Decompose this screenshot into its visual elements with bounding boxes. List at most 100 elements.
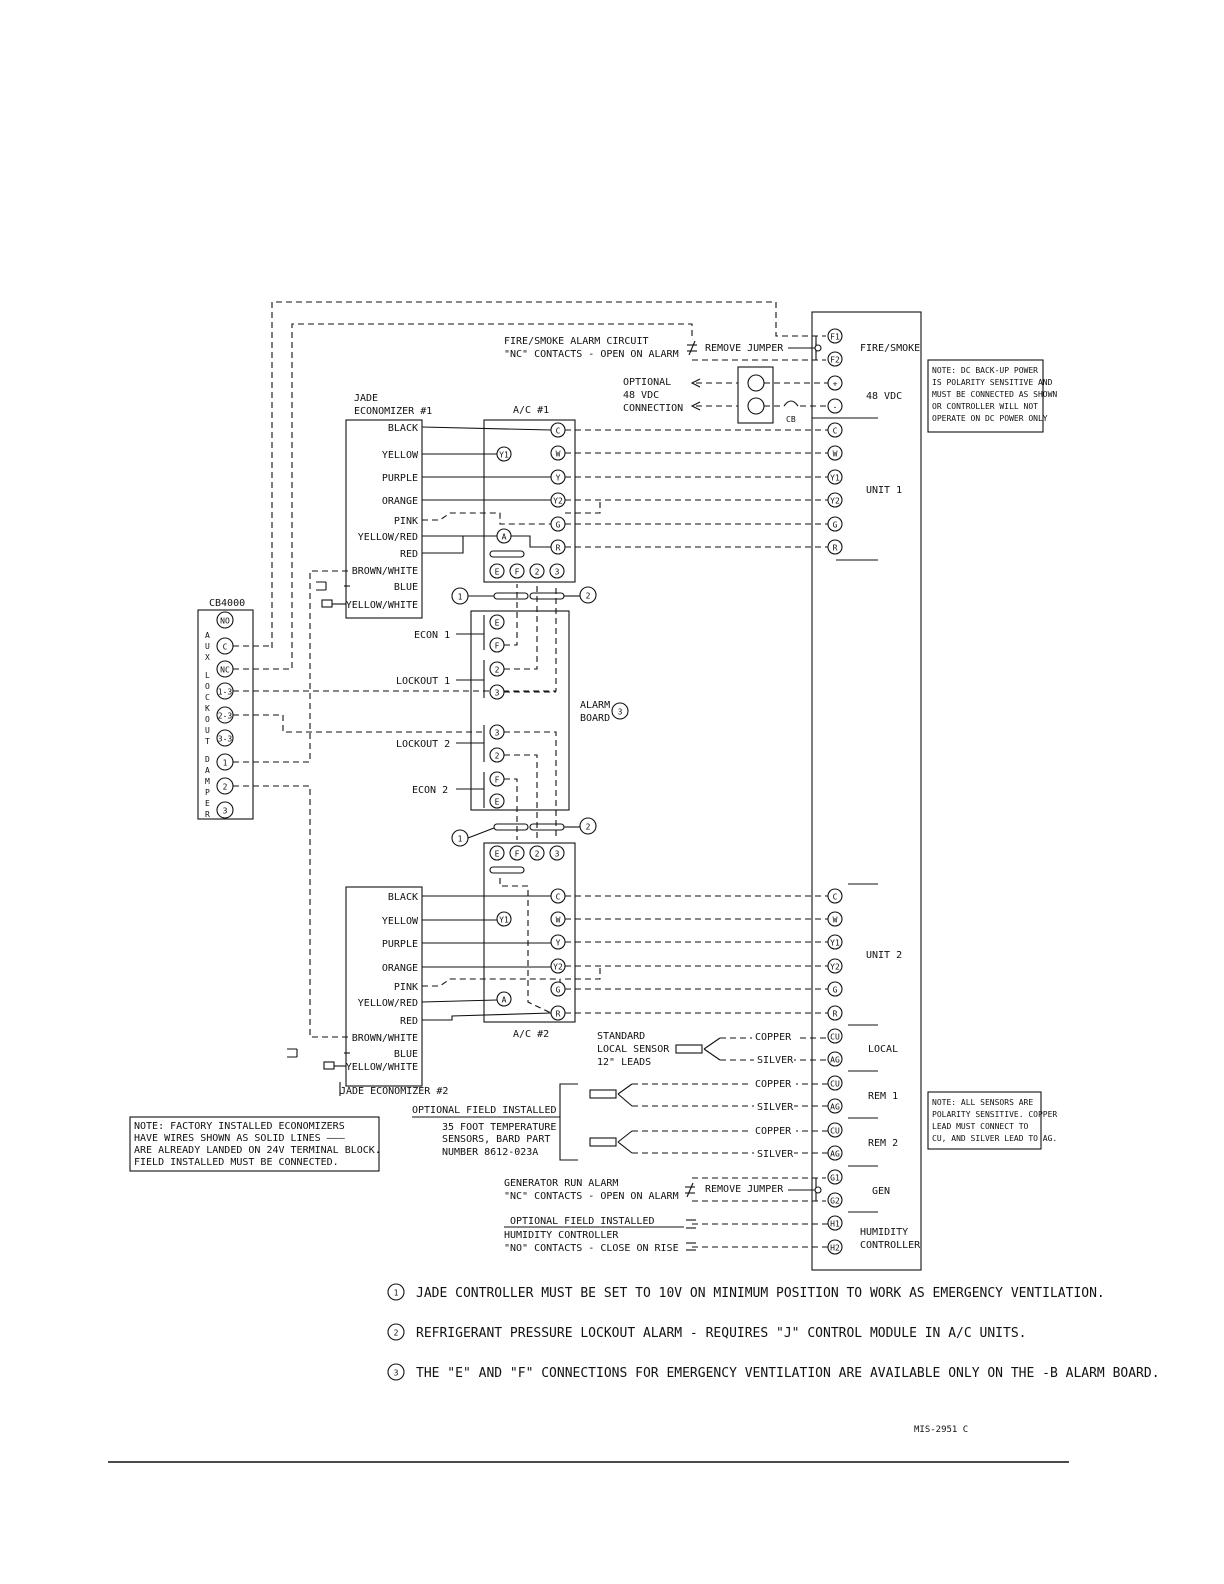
alarm-terminal-label: 3	[495, 689, 500, 698]
dc-note-box	[927, 359, 1044, 433]
econ1-wire-label: YELLOW/WHITE	[346, 600, 418, 611]
jumper-bar	[489, 866, 525, 874]
unit1-terminal-label: Y2	[830, 497, 840, 506]
unit2-terminal-label: Y1	[830, 939, 840, 948]
econ2-wire-label: RED	[400, 1016, 418, 1027]
ac1-y1	[496, 446, 512, 462]
letter: M	[205, 777, 210, 786]
sensor-lead-label: SILVER	[757, 1102, 794, 1113]
cb-2-wire	[233, 785, 350, 1038]
fire-alarm-line1: FIRE/SMOKE ALARM CIRCUIT	[504, 336, 649, 347]
marker-two	[579, 817, 597, 835]
alarm-mark	[611, 702, 629, 720]
jumper-bar	[529, 592, 565, 600]
marker-one	[451, 587, 469, 605]
label-bg	[752, 1031, 796, 1043]
ac2-y1-label: Y1	[499, 916, 509, 925]
ac2-y1	[496, 911, 512, 927]
unit2-terminal-label: Y2	[830, 963, 840, 972]
alarm-mark-label: 3	[618, 708, 623, 717]
marker-one-label: 1	[458, 593, 463, 602]
ac1-bottom-terminal-label: E	[495, 568, 500, 577]
sensor-note-line: LEAD MUST CONNECT TO	[932, 1122, 1029, 1131]
marker-two	[579, 586, 597, 604]
cb4000-terminal	[216, 660, 234, 678]
sensor-terminal-label: CU	[830, 1127, 840, 1136]
gen-terminal-label: G2	[830, 1197, 840, 1206]
local-label: LOCAL	[868, 1044, 898, 1055]
econ1-label: ECON 1	[414, 630, 450, 641]
economizer2-box	[345, 886, 423, 1087]
econ1-wire-label: PURPLE	[382, 473, 418, 484]
local-sensor	[675, 1044, 703, 1054]
ac1-terminal-label: G	[556, 521, 561, 530]
unit2-terminal	[827, 911, 843, 927]
ac2-a	[496, 991, 512, 1007]
connector-icon	[323, 1061, 335, 1070]
econ2-wire-label: BLACK	[388, 892, 418, 903]
lockout2-label: LOCKOUT 2	[396, 739, 450, 750]
econ2-label: JADE ECONOMIZER #2	[340, 1086, 448, 1097]
board-label: BOARD	[580, 713, 610, 724]
sensor-note-line: POLARITY SENSITIVE. COPPER	[932, 1110, 1057, 1119]
econ2-wire-label: PINK	[394, 982, 418, 993]
fire-wire-inner	[291, 323, 693, 668]
ac1-terminal	[550, 469, 566, 485]
cb4000-terminal-label: C	[223, 643, 228, 652]
econ2-wire-label: YELLOW/RED	[358, 998, 418, 1009]
bf-wire	[504, 778, 518, 840]
ac2-bottom-terminal-label: 2	[535, 850, 540, 859]
sensor-lead-label: SILVER	[757, 1149, 794, 1160]
unit2-terminal	[827, 958, 843, 974]
unit2-label: UNIT 2	[866, 950, 902, 961]
ac2-bottom-terminal	[529, 845, 545, 861]
plug-icon	[287, 1048, 298, 1058]
label-bg	[754, 1053, 794, 1065]
ac2-bottom-terminal	[509, 845, 525, 861]
sensor-lead-label: COPPER	[755, 1032, 792, 1043]
sensor-leads	[617, 1083, 633, 1107]
wire-yellowred	[421, 999, 498, 1003]
bracket	[559, 1083, 578, 1161]
sensor-note-line: CU, AND SILVER LEAD TO AG.	[932, 1134, 1057, 1143]
letter: X	[205, 653, 210, 662]
cb4000-terminal-label: 1-3	[218, 688, 233, 697]
ac1-bottom-terminal-label: 3	[555, 568, 560, 577]
circuit-breaker	[783, 400, 799, 407]
b3-wire	[504, 731, 557, 840]
sensor-leads	[703, 1037, 721, 1061]
alarm-terminal-label: 3	[495, 729, 500, 738]
unit1-terminal	[827, 422, 843, 438]
sensor-standard: STANDARD	[597, 1031, 645, 1042]
footnote-number	[387, 1283, 405, 1301]
alarm-terminal-label: 2	[495, 666, 500, 675]
cb4000-terminal	[216, 753, 234, 771]
ac1-bottom-terminal	[549, 563, 565, 579]
unit2-terminal-label: C	[833, 893, 838, 902]
controller-terminal	[827, 351, 843, 367]
ac1-terminal	[550, 422, 566, 438]
letter: U	[205, 642, 210, 651]
ac1-terminal-label: Y	[556, 474, 561, 483]
humidity-line3: "NO" CONTACTS - CLOSE ON RISE	[504, 1243, 679, 1254]
plug-icon	[316, 581, 327, 591]
dc-note-line: OPERATE ON DC POWER ONLY	[932, 414, 1048, 423]
unit1-terminal	[827, 539, 843, 555]
controller-terminal	[827, 328, 843, 344]
cb4000-box	[197, 609, 254, 820]
econ2-wire-label: YELLOW/WHITE	[346, 1062, 418, 1073]
cb4000-terminal-label: NO	[220, 617, 230, 626]
jumper-bar	[489, 550, 525, 558]
footnote-number	[387, 1323, 405, 1341]
dc-note-line: NOTE: DC BACK-UP POWER	[932, 366, 1038, 375]
unit1-terminal	[827, 492, 843, 508]
sensor-terminal	[827, 1122, 843, 1138]
ac2-terminal-label: Y2	[553, 963, 563, 972]
dc-note-line: IS POLARITY SENSITIVE AND	[932, 378, 1053, 387]
ac1-terminal-label: W	[556, 450, 561, 459]
sensor-local: LOCAL SENSOR	[597, 1044, 670, 1055]
vdc-optional: OPTIONAL	[623, 377, 671, 388]
ac2-a-label: A	[502, 996, 507, 1005]
